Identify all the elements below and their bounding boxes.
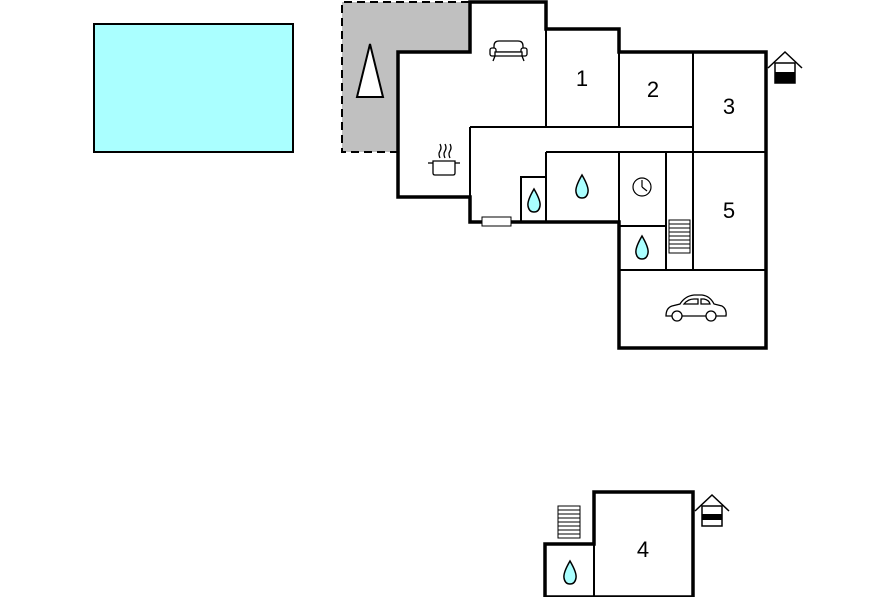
terrace-dashed-border — [341, 1, 470, 153]
pool — [93, 23, 294, 153]
stairs-icon — [668, 219, 691, 254]
water-drop-icon — [527, 187, 541, 213]
car-icon — [665, 294, 727, 322]
room-label-4: 4 — [637, 537, 649, 562]
water-drop-icon — [563, 559, 577, 585]
room-label-3: 3 — [723, 94, 735, 119]
entrance-icon — [767, 50, 803, 84]
room-label-1: 1 — [576, 66, 588, 91]
water-drop-icon — [575, 173, 589, 199]
interior-walls — [469, 2, 766, 271]
terrace — [342, 2, 470, 152]
room-label-5: 5 — [723, 198, 735, 223]
sofa-icon — [489, 40, 528, 62]
pot-icon — [428, 143, 460, 176]
clock-icon — [632, 177, 652, 197]
door-mat — [481, 216, 512, 227]
room-label-2: 2 — [647, 77, 659, 102]
water-drop-icon — [635, 234, 649, 260]
tree-icon — [355, 43, 385, 98]
stairs-icon — [557, 505, 581, 539]
entrance-icon — [694, 493, 730, 527]
